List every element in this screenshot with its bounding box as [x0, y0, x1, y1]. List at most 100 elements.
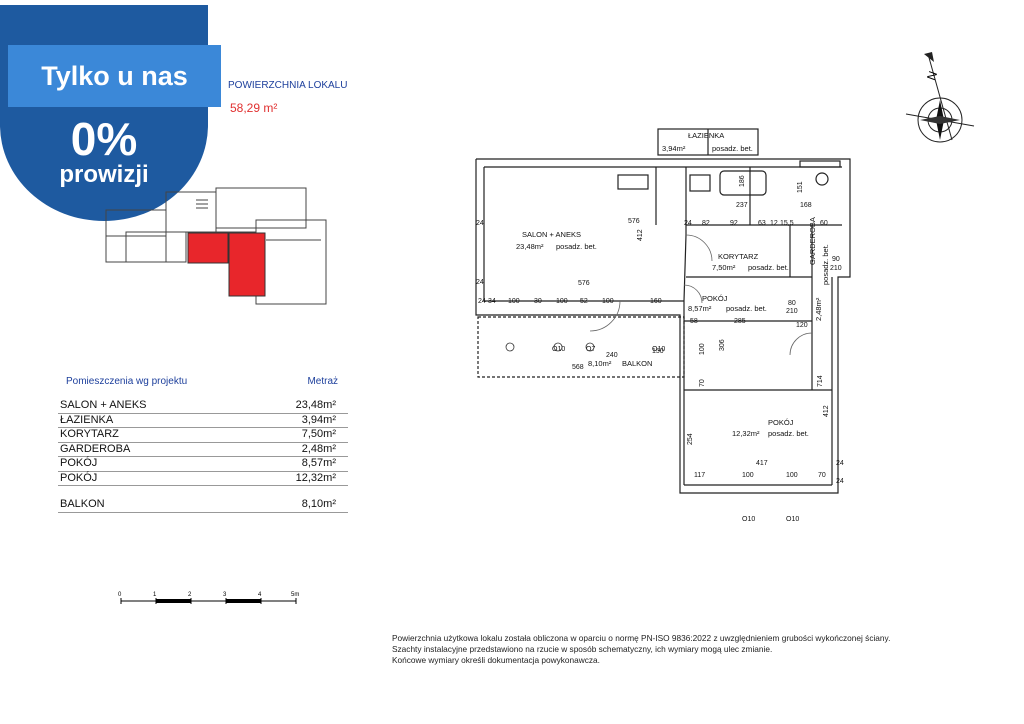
window-label: O10	[552, 346, 565, 353]
room-area-balkon: 8,10m²	[588, 359, 612, 368]
room-name: SALON + ANEKS	[60, 399, 147, 411]
floor-type: posadz. bet.	[768, 429, 809, 438]
room-name: BALKON	[60, 498, 105, 510]
dimension-label: 412	[637, 229, 644, 241]
room-label-balkon: BALKON	[622, 359, 652, 368]
dimension-label: 52	[580, 298, 588, 305]
dimension-label: 100	[786, 472, 798, 479]
dimension-label: 15,5	[780, 220, 794, 227]
dimension-label: 100	[602, 298, 614, 305]
room-area-pokoj-2: 12,32m²	[732, 429, 760, 438]
dimension-label: 24	[478, 298, 486, 305]
dimension-label: 254	[687, 433, 694, 445]
dimension-label: 80	[788, 300, 796, 307]
dimension-label: 24	[684, 220, 692, 227]
table-row: SALON + ANEKS 23,48m²	[58, 399, 348, 414]
room-name: POKÓJ	[60, 457, 98, 469]
dimension-label: 24	[836, 460, 844, 467]
floor-plan: ŁAZIENKA 3,94m² posadz. bet. SALON + ANE…	[475, 128, 851, 523]
rooms-header-area: Metraż	[307, 376, 338, 387]
room-label-pokoj-2: POKÓJ	[768, 418, 794, 427]
dimension-label: 58	[690, 318, 698, 325]
dimension-label: 150	[652, 348, 664, 355]
apartment-highlight	[187, 232, 229, 264]
dimension-label: 24	[476, 279, 484, 286]
dimension-label: 412	[823, 405, 830, 417]
dimension-label: 24	[836, 478, 844, 485]
scale-label: 2	[188, 592, 192, 598]
dimension-label: 70	[818, 472, 826, 479]
room-label-pokoj-1: POKÓJ	[702, 294, 728, 303]
dimension-label: 92	[730, 220, 738, 227]
rooms-header-name: Pomieszczenia wg projektu	[66, 376, 188, 387]
scale-bar: 0 1 2 3 4 5m	[118, 592, 299, 604]
dimension-label: 100	[742, 472, 754, 479]
room-area: 12,32m²	[295, 471, 336, 484]
north-compass: N	[905, 52, 975, 143]
dimension-label: 186	[739, 175, 746, 187]
scale-label: 4	[258, 592, 262, 598]
scale-label: 1	[153, 592, 157, 598]
floor-type: posadz. bet.	[556, 242, 597, 251]
window-label: O10	[742, 516, 755, 523]
promo-badge-title: Tylko u nas	[8, 45, 221, 107]
footer-notes: Powierzchnia użytkowa lokalu została obl…	[392, 633, 890, 666]
dimension-label: 120	[796, 322, 808, 329]
window-label: O10	[652, 346, 665, 353]
room-area-salon: 23,48m²	[516, 242, 544, 251]
floor-type: posadz. bet.	[726, 304, 767, 313]
scale-label: 0	[118, 592, 122, 598]
scale-label: 5m	[291, 592, 299, 598]
dimension-label: 417	[756, 460, 768, 467]
table-row: BALKON 8,10m²	[58, 498, 348, 513]
compass-north-label: N	[924, 69, 940, 82]
room-area-korytarz: 7,50m²	[712, 263, 736, 272]
room-label-garderoba: GARDEROBA	[808, 217, 817, 265]
dimension-label: 576	[578, 280, 590, 287]
room-area: 2,48m²	[301, 442, 336, 455]
dimension-label: 168	[800, 202, 812, 209]
dimension-label: 90	[832, 256, 840, 263]
room-name: KORYTARZ	[60, 428, 119, 440]
dimension-label: 100	[556, 298, 568, 305]
dimension-label: 70	[699, 379, 706, 387]
dimension-label: 60	[820, 220, 828, 227]
room-label-korytarz: KORYTARZ	[718, 252, 759, 261]
dimension-label: 237	[736, 202, 748, 209]
room-area-garderoba: 2,48m²	[814, 297, 823, 321]
window-label: O7	[586, 346, 595, 353]
dimension-label: 285	[734, 318, 746, 325]
dimension-label: 210	[830, 265, 842, 272]
room-area: 8,10m²	[301, 498, 336, 510]
dimension-label: 117	[694, 472, 705, 479]
total-area-value: 58,29 m²	[230, 101, 278, 115]
dimension-label: 34	[488, 298, 496, 305]
promo-badge-subtitle: prowizji	[59, 161, 149, 188]
floor-type: posadz. bet.	[821, 244, 830, 285]
room-area: 23,48m²	[295, 399, 336, 411]
room-area: 3,94m²	[301, 413, 336, 426]
dimension-label: 568	[572, 364, 584, 371]
building-key-plan	[105, 187, 327, 305]
dimension-label: 240	[606, 352, 618, 359]
floor-type: posadz. bet.	[712, 144, 753, 153]
dimension-label: 24	[476, 220, 484, 227]
dimension-label: 210	[786, 308, 798, 315]
note-line: Powierzchnia użytkowa lokalu została obl…	[392, 633, 891, 643]
dimension-label: 63	[758, 220, 766, 227]
dimension-label: 714	[817, 375, 824, 387]
dimension-label: 30	[534, 298, 542, 305]
floor-type: posadz. bet.	[748, 263, 789, 272]
room-area: 8,57m²	[301, 457, 336, 469]
room-area-lazienka: 3,94m²	[662, 144, 686, 153]
total-area-label: POWIERZCHNIA LOKALU	[228, 80, 348, 91]
dimension-label: 160	[650, 298, 662, 305]
dimension-label: 576	[628, 218, 640, 225]
promo-badge-percent: 0%	[70, 113, 138, 165]
window-label: O10	[786, 516, 799, 523]
room-name: ŁAZIENKA	[60, 413, 114, 426]
rooms-table: Pomieszczenia wg projektu Metraż SALON +…	[58, 376, 348, 513]
dimension-label: 151	[797, 181, 804, 193]
